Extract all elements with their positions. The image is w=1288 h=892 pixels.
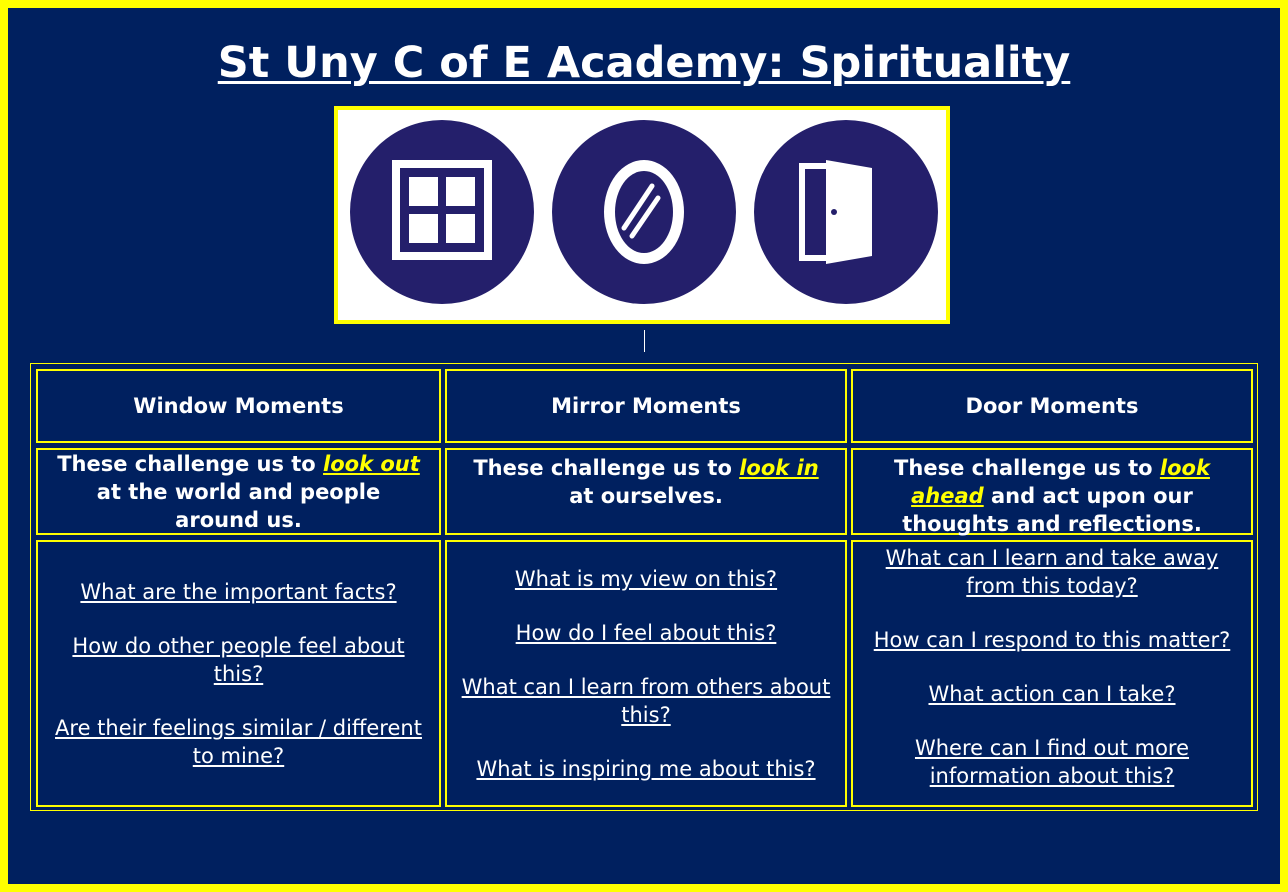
question-link[interactable]: What can I learn and take away from this…: [885, 546, 1219, 598]
door-questions: What can I learn and take away from this…: [851, 540, 1253, 807]
door-icon: [754, 120, 938, 304]
page-title: St Uny C of E Academy: Spirituality: [217, 38, 1071, 88]
look-ahead-keyword: look ahead: [911, 456, 1210, 508]
question-link[interactable]: What are the important facts?: [80, 579, 397, 604]
look-out-keyword: look out: [323, 451, 420, 476]
look-in-keyword: look in: [739, 456, 819, 480]
mirror-icon: [552, 120, 736, 304]
door-description: These challenge us to look ahead and act…: [851, 448, 1253, 536]
question-link[interactable]: Where can I find out more information ab…: [914, 736, 1190, 788]
mirror-description: These challenge us to look in at ourselv…: [445, 448, 847, 535]
question-link[interactable]: How do I feel about this?: [515, 620, 777, 645]
question-link[interactable]: How can I respond to this matter?: [873, 628, 1231, 652]
question-link[interactable]: What is my view on this?: [514, 566, 778, 591]
question-link[interactable]: What can I learn from others about this?: [461, 674, 831, 727]
question-link[interactable]: What is inspiring me about this?: [476, 756, 816, 781]
moments-table: Window Moments Mirror Moments Door Momen…: [30, 363, 1258, 811]
question-link[interactable]: What action can I take?: [928, 682, 1176, 706]
mirror-heading: Mirror Moments: [445, 369, 847, 443]
window-questions: What are the important facts? How do oth…: [36, 540, 441, 807]
window-icon: [350, 120, 534, 304]
question-link[interactable]: How do other people feel about this?: [72, 633, 405, 686]
icon-strip: [334, 106, 950, 324]
mirror-questions: What is my view on this? How do I feel a…: [445, 540, 847, 807]
window-description: These challenge us to look out at the wo…: [36, 448, 441, 535]
connector-line: [644, 330, 645, 352]
door-heading: Door Moments: [851, 369, 1253, 443]
window-heading: Window Moments: [36, 369, 441, 443]
question-link[interactable]: Are their feelings similar / different t…: [55, 715, 422, 768]
